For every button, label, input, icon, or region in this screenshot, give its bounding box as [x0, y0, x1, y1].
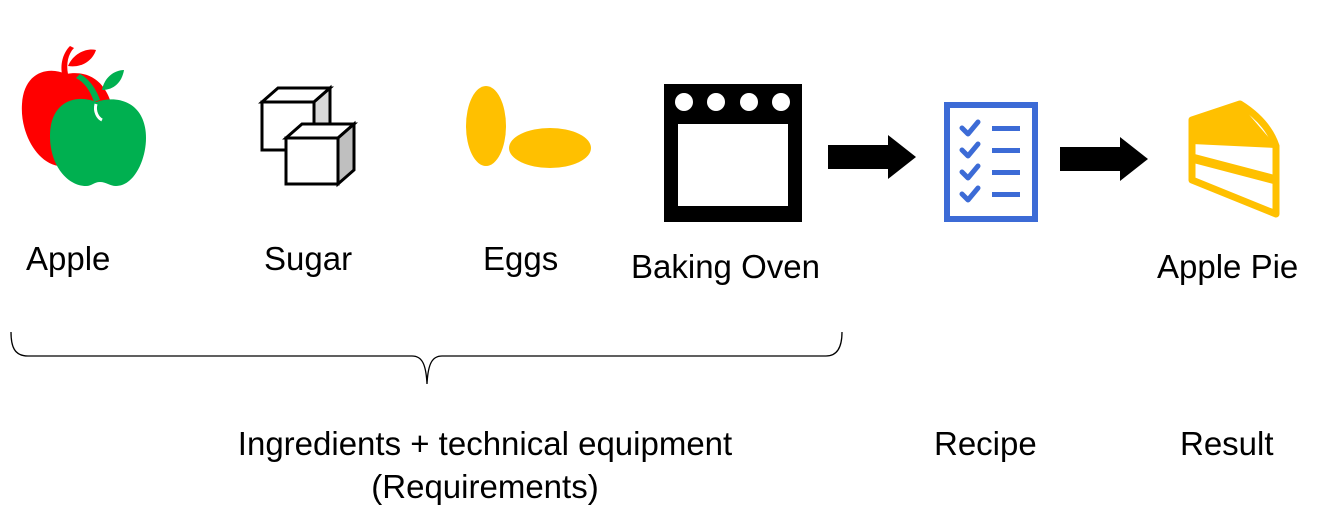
arrow-right-icon [828, 135, 916, 179]
pie-label: Apple Pie [1157, 248, 1299, 285]
eggs-label: Eggs [483, 240, 559, 277]
recipe-label: Recipe [934, 425, 1037, 462]
arrow-right-icon [1060, 137, 1148, 181]
oven-label: Baking Oven [631, 248, 820, 285]
oven-icon [664, 84, 802, 222]
pie-slice-icon [1188, 100, 1280, 218]
sugar-cubes-icon [258, 84, 358, 188]
apple-icon [21, 46, 146, 186]
curly-brace-icon [10, 331, 843, 385]
sugar-label: Sugar [264, 240, 353, 277]
checklist-icon [944, 102, 1038, 222]
requirements-label-line1: Ingredients + technical equipment [237, 425, 733, 462]
eggs-icon [466, 86, 591, 168]
result-label: Result [1180, 425, 1274, 462]
apple-label: Apple [26, 240, 111, 277]
requirements-label-line2: (Requirements) [371, 468, 599, 505]
